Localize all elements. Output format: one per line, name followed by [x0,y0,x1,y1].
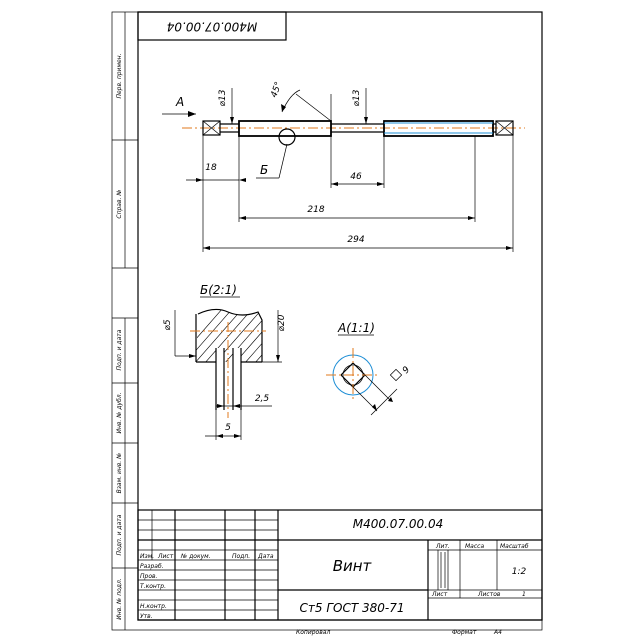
dim-294-label: 294 [347,235,364,245]
view-mark-a: А [175,95,184,109]
detail-b-dia-20: ⌀20 [277,314,287,331]
dim-46-label: 46 [350,172,362,182]
dia-left-label: ⌀13 [218,89,228,106]
tb-row-utv: Утв. [140,613,153,620]
dia-right-label: ⌀13 [352,89,362,106]
tb-col-podp: Подп. [232,553,250,560]
tb-row-nkontr: Н.контр. [140,603,167,610]
title-block: Изм. Лист № докум. Подп. Дата Разраб. Пр… [137,509,543,621]
tb-col-izm: Изм. [140,553,154,560]
detail-b-dia-5: ⌀5 [163,319,173,330]
tb-hdr-masshtab: Масштаб [500,543,529,550]
detail-b-dim-5: 5 [225,423,231,433]
format-label: Формат [452,629,477,636]
strip-inv-podl: Инв. № подл. [116,578,123,619]
strip-vzam-inv: Взам. инв. № [116,453,123,494]
sheet-inner-frame [137,11,543,621]
left-strip: Перв. примен. Справ. № Подп. и дата Инв.… [112,12,138,630]
strip-podp-data-2: Подп. и дата [116,514,123,555]
tb-row-tkontr: Т.контр. [140,583,166,590]
tb-hdr-lit: Лит. [435,543,450,550]
angle-label: 45° [269,81,284,99]
detail-b-dim-25: 2,5 [255,394,270,404]
tb-row-prov: Пров. [140,573,158,580]
shaft-main-body [238,120,332,137]
tb-col-data: Дата [257,553,274,560]
tb-hdr-list: Лист [431,591,448,598]
shaft-thread [383,120,494,137]
tb-col-list: Лист [157,553,174,560]
dim-18-label: 18 [205,163,217,173]
detail-b: Б(2:1) ⌀5 [163,283,287,440]
tb-material: Ст5 ГОСТ 380-71 [300,601,405,615]
strip-perv-primen: Перв. примен. [116,53,123,98]
tb-code-main: М400.07.00.04 [353,517,444,531]
main-view: А ⌀13 ⌀13 45° Б 18 46 [162,81,525,252]
top-code-text: М400.07.00.04 [167,20,258,34]
tb-hdr-massa: Масса [465,543,484,550]
strip-inv-dubl: Инв. № дубл. [116,392,123,433]
tb-scale: 1:2 [512,567,527,577]
detail-a-label: А(1:1) [337,321,375,335]
tb-col-doc: № докум. [180,553,211,560]
copied-label: Копировал [296,629,330,636]
right-square-end [495,120,514,136]
top-code-box: М400.07.00.04 [137,11,287,41]
tb-sheets-total: 1 [522,591,526,598]
detail-a: А(1:1) 9 [326,321,412,416]
format-value: А4 [493,629,502,636]
dim-218-label: 218 [307,205,324,215]
section-mark-b: Б [260,163,268,177]
strip-podp-data-1: Подп. и дата [116,329,123,370]
detail-b-label: Б(2:1) [200,283,237,297]
detail-a-square-size: 9 [401,365,412,376]
left-square-end [202,120,221,136]
tb-title: Винт [333,557,373,575]
strip-sprav-no: Справ. № [116,189,123,218]
tb-row-razrab: Разраб. [140,563,164,570]
tb-sheet-label: Листов [477,591,501,598]
cross-hole [278,128,296,146]
